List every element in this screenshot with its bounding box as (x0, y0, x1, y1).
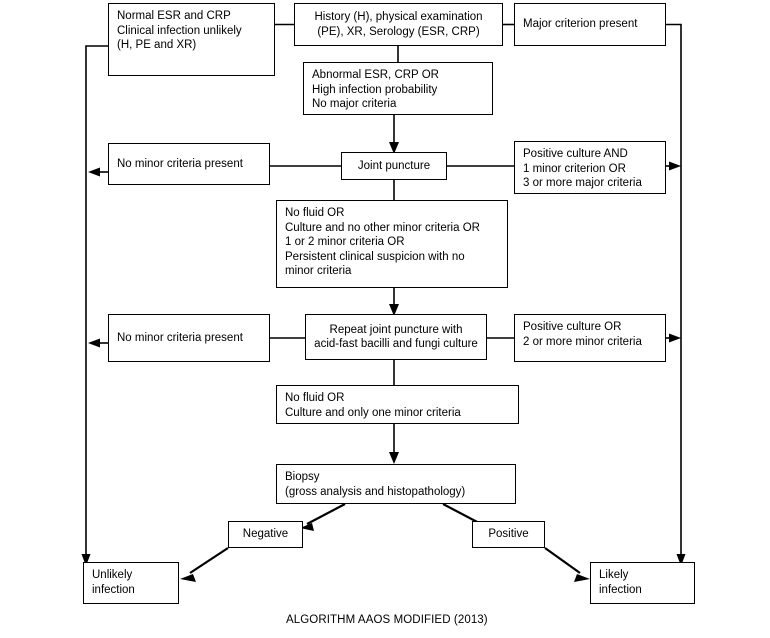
node-no-minor-criteria-present-2[interactable]: No minor criteria present (108, 314, 270, 362)
node-no-minor-criteria-present-1[interactable]: No minor criteria present (108, 143, 270, 185)
arrowhead-unlikely (180, 574, 196, 582)
arrowhead-biopsy (389, 452, 399, 464)
node-unlikely-infection[interactable]: Unlikely infection (83, 562, 179, 604)
arrowhead-no-minor-2 (88, 338, 100, 348)
node-biopsy[interactable]: Biopsy (gross analysis and histopatholog… (276, 464, 516, 504)
arrowhead-no-minor-1 (88, 167, 100, 177)
node-history-physical-exam[interactable]: History (H), physical examination (PE), … (294, 3, 503, 46)
diagram-caption: ALGORITHM AAOS MODIFIED (2013) (286, 614, 488, 626)
connector-negative-to-unlikely (189, 547, 229, 574)
node-abnormal-esr-crp[interactable]: Abnormal ESR, CRP OR High infection prob… (303, 62, 493, 115)
node-joint-puncture[interactable]: Joint puncture (341, 152, 447, 180)
connector-positive-to-likely (544, 547, 581, 574)
connector-right-spine (666, 23, 682, 556)
node-positive-culture-and[interactable]: Positive culture AND 1 minor criterion O… (514, 141, 666, 194)
node-no-fluid-or-1[interactable]: No fluid OR Culture and no other minor c… (276, 200, 508, 288)
arrowhead-positive-and (669, 161, 681, 171)
node-normal-esr-crp[interactable]: Normal ESR and CRP Clinical infection un… (108, 3, 275, 76)
node-no-fluid-or-2[interactable]: No fluid OR Culture and only one minor c… (276, 385, 519, 424)
node-positive[interactable]: Positive (472, 521, 545, 548)
connector-biopsy-to-negative (306, 503, 346, 525)
arrowhead-positive-or (669, 333, 681, 343)
arrowhead-likely (574, 574, 590, 582)
node-likely-infection[interactable]: Likely infection (590, 562, 695, 604)
node-negative[interactable]: Negative (228, 521, 303, 548)
node-repeat-joint-puncture[interactable]: Repeat joint puncture with acid-fast bac… (305, 314, 487, 360)
node-major-criterion-present[interactable]: Major criterion present (514, 3, 666, 46)
connector-left-spine (85, 45, 108, 556)
node-positive-culture-or[interactable]: Positive culture OR 2 or more minor crit… (514, 314, 666, 362)
